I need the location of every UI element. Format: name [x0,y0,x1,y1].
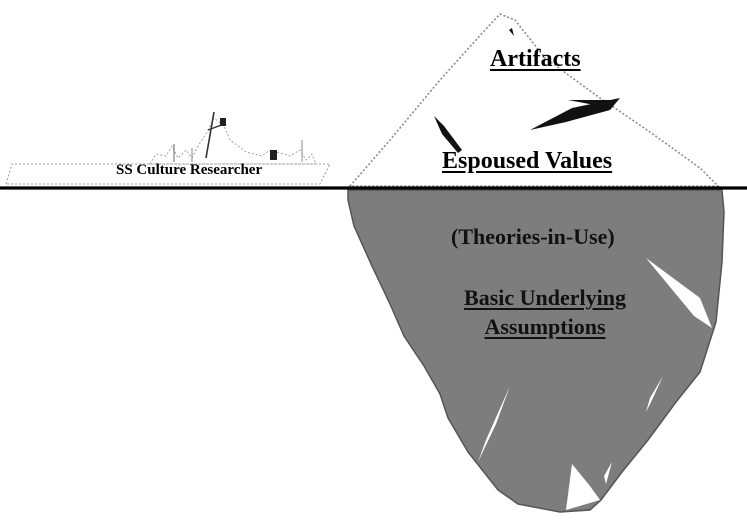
ship-superstructure [149,117,317,165]
theories-in-use-label: (Theories-in-Use) [451,224,615,249]
ice-crack-4 [566,464,600,510]
artifacts-label: Artifacts [490,46,581,72]
assumptions-line-2: Assumptions [484,314,606,339]
iceberg-underwater [347,189,725,513]
ship-name-label: SS Culture Researcher [116,162,263,178]
basic-underlying-assumptions-label: Basic Underlying Assumptions [430,283,660,341]
ice-peak-mark [509,28,514,36]
ice-crack-1 [646,258,712,328]
ship-radar [220,118,226,126]
ship [5,111,331,185]
iceberg-tip [348,13,720,187]
assumptions-line-1: Basic Underlying [464,285,626,310]
ice-shard-dark-upper [568,100,612,106]
ice-crack-5 [604,462,612,484]
espoused-values-label: Espoused Values [442,148,613,174]
ship-mast [205,111,215,159]
ship-funnel [270,150,277,160]
ice-crack-2 [478,386,510,462]
ice-crack-3 [646,376,663,412]
ice-shard-dark-right [530,98,620,130]
ice-shard-dark-left [434,116,462,153]
ship-hull [5,163,331,185]
